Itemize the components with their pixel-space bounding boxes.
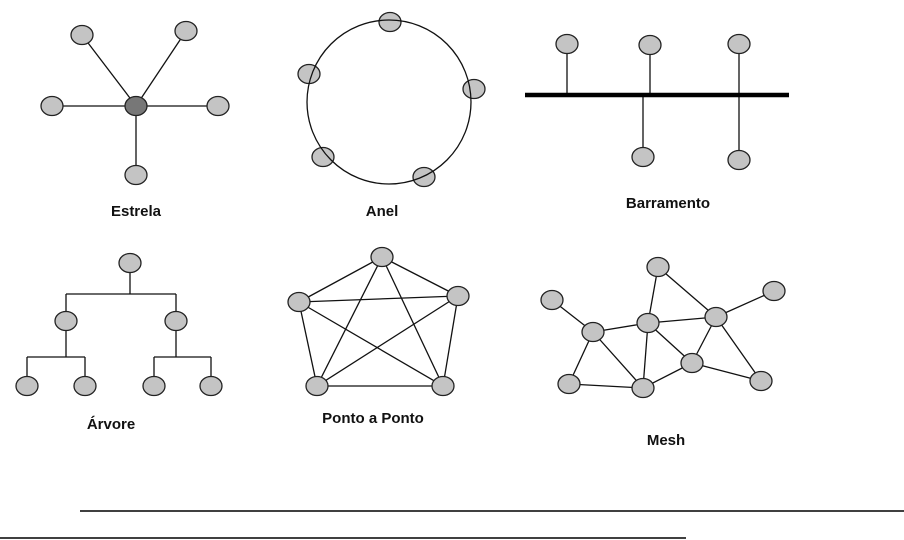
tree-node [54,310,78,332]
bus-node [727,149,751,171]
ring-node [378,11,402,33]
tree-leaf [15,375,39,397]
mesh-node [636,312,660,334]
mesh-node [581,321,605,343]
star-node [174,20,198,42]
mesh-link [715,316,762,382]
mesh-link [691,362,762,382]
ring-node [462,78,486,100]
tree-node [164,310,188,332]
p2p-link [381,256,444,387]
star-node [206,95,230,117]
ring-node [412,166,436,188]
p2p-link [298,256,383,303]
mesh-node [749,370,773,392]
bus-node [555,33,579,55]
label-ring: Anel [366,203,399,220]
bus-node [638,34,662,56]
p2p-link [381,256,459,297]
bus-node [727,33,751,55]
p2p-link [298,295,459,303]
mesh-link [592,331,644,389]
bus-node [631,146,655,168]
tree-leaf [73,375,97,397]
tree-root [118,252,142,274]
mesh-node [557,373,581,395]
label-star: Estrela [111,203,162,220]
star-link [81,34,137,107]
p2p-node [446,285,470,307]
ring-node [297,63,321,85]
p2p-link [298,301,318,387]
star-node [40,95,64,117]
label-full-mesh: Ponto a Ponto [322,410,424,427]
p2p-link [316,295,459,387]
mesh-link [568,383,644,389]
label-bus: Barramento [626,195,710,212]
mesh-node [762,280,786,302]
mesh-node [680,352,704,374]
label-tree: Árvore [87,416,135,433]
ring-cable [306,19,472,185]
p2p-node [287,291,311,313]
tree-leaf [199,375,223,397]
ring-node [311,146,335,168]
p2p-link [316,256,383,387]
p2p-node [431,375,455,397]
mesh-link [642,322,649,389]
p2p-link [298,301,444,387]
star-link [135,30,187,107]
mesh-node [631,377,655,399]
star-hub [124,95,148,117]
mesh-node [704,306,728,328]
p2p-node [305,375,329,397]
p2p-node [370,246,394,268]
star-node [70,24,94,46]
mesh-link [657,266,717,318]
tree-leaf [142,375,166,397]
mesh-node [540,289,564,311]
mesh-node [646,256,670,278]
label-mesh: Mesh [647,432,685,449]
star-node [124,164,148,186]
p2p-link [442,295,459,387]
